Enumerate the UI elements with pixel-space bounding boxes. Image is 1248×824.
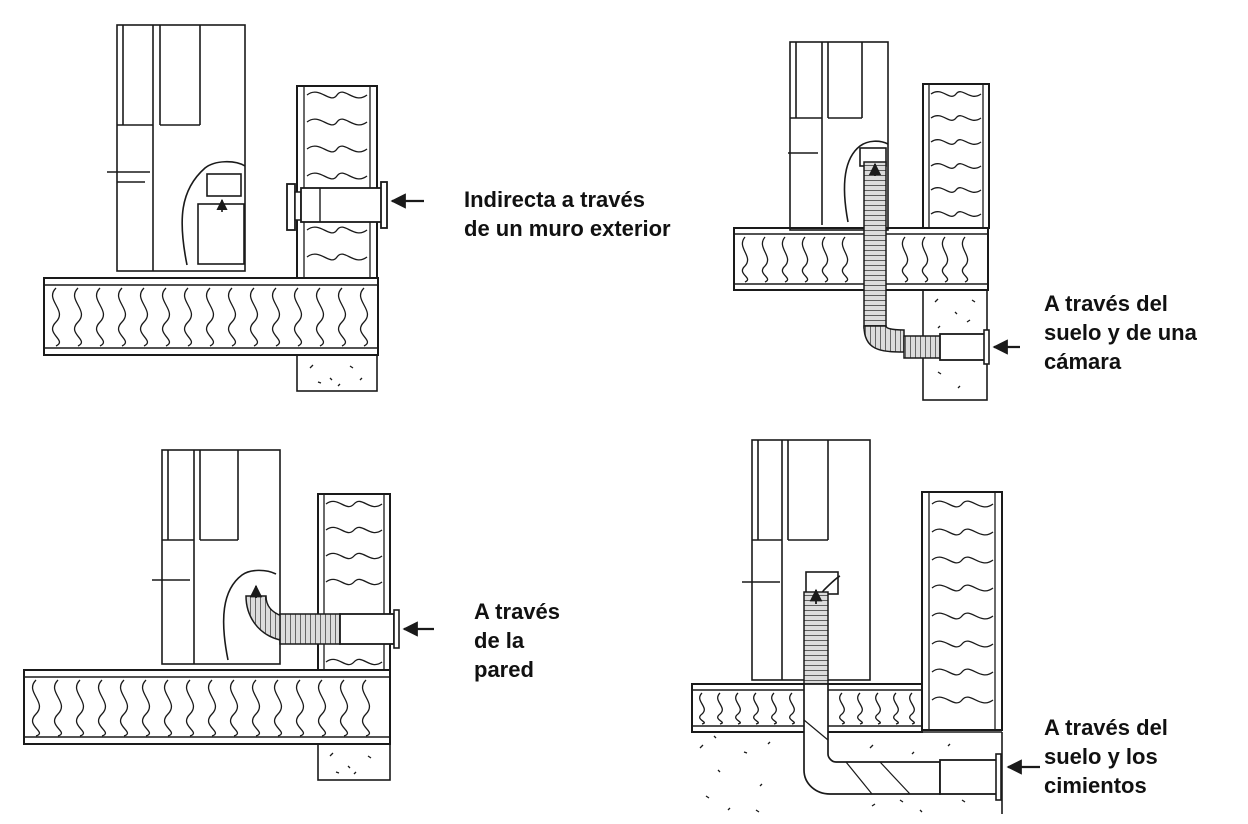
caption-floor-foundation: A través del suelo y los cimientos (1044, 713, 1168, 800)
vent-duct (286, 181, 388, 231)
floor-insulation (43, 277, 379, 356)
caption-line: Indirecta a través (464, 187, 645, 212)
caption-line: suelo y de una (1044, 320, 1197, 345)
foundation (296, 354, 378, 392)
caption-line: pared (474, 657, 534, 682)
caption-through-wall: A través de la pared (474, 597, 560, 684)
caption-line: A través del (1044, 715, 1168, 740)
floor-insulation (23, 669, 391, 745)
caption-line: cimientos (1044, 773, 1147, 798)
dryer-unit (788, 41, 889, 231)
caption-line: suelo y los (1044, 744, 1158, 769)
foundation (317, 743, 391, 781)
caption-line: cámara (1044, 349, 1122, 374)
panel-floor-crawlspace (733, 41, 1020, 401)
floor-insulation (733, 227, 989, 291)
flex-duct (863, 161, 990, 365)
wall-insulation (922, 83, 990, 229)
caption-line: de la (474, 628, 525, 653)
caption-floor-crawlspace: A través del suelo y de una cámara (1044, 289, 1197, 376)
dryer-unit (152, 449, 281, 665)
caption-wall: Indirecta a través de un muro exterior (464, 185, 671, 243)
panel-floor-foundation (691, 439, 1040, 814)
wall-insulation (296, 85, 378, 279)
dryer-unit (107, 24, 246, 272)
wall-insulation (921, 491, 1003, 731)
rigid-duct (803, 588, 1002, 801)
caption-line: A través del (1044, 291, 1168, 316)
flex-duct (245, 584, 400, 649)
caption-line: de un muro exterior (464, 216, 671, 241)
panel-wall (43, 24, 424, 392)
panel-through-wall (23, 449, 434, 781)
caption-line: A través (474, 599, 561, 624)
